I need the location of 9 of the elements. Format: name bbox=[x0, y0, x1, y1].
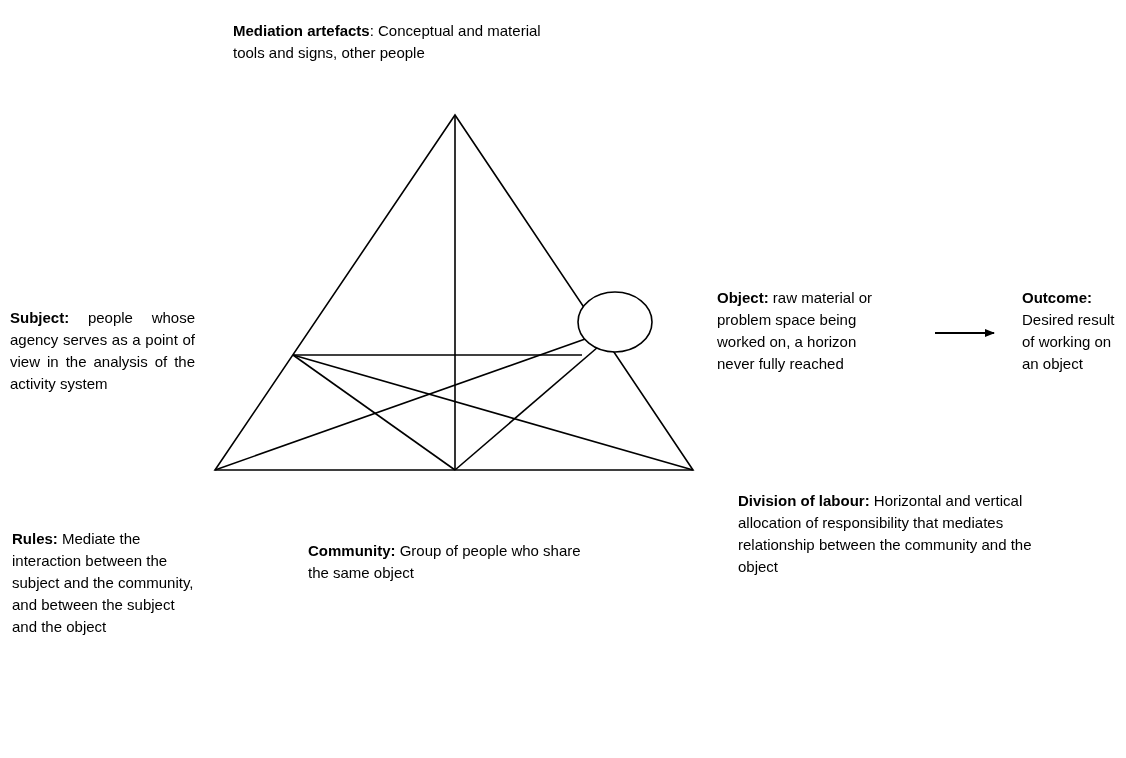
description-note: Rules: Mediate the interaction between the subject and the community, and between the subject and the object bbox=[12, 529, 195, 637]
node-heading: Outcome: bbox=[1022, 288, 1093, 308]
description-note: Community: Group of people who share the same object bbox=[308, 541, 582, 583]
arrow bbox=[934, 329, 995, 337]
description-note: Division of labour: Horizontal and vertical allocation of responsibility that mediates relationship between the community and the object bbox=[738, 491, 1033, 577]
description-note: Subject: people whose agency serves as a point of view in the analysis of the activity system bbox=[10, 308, 195, 394]
node-text: Object: raw material or problem space being worked on, a horizon never fully reached bbox=[717, 288, 874, 374]
heading-note: Mediation artefacts: Conceptual and material tools and signs, other people bbox=[233, 21, 542, 63]
node-text: Desired result of working on an object bbox=[1022, 310, 1116, 374]
